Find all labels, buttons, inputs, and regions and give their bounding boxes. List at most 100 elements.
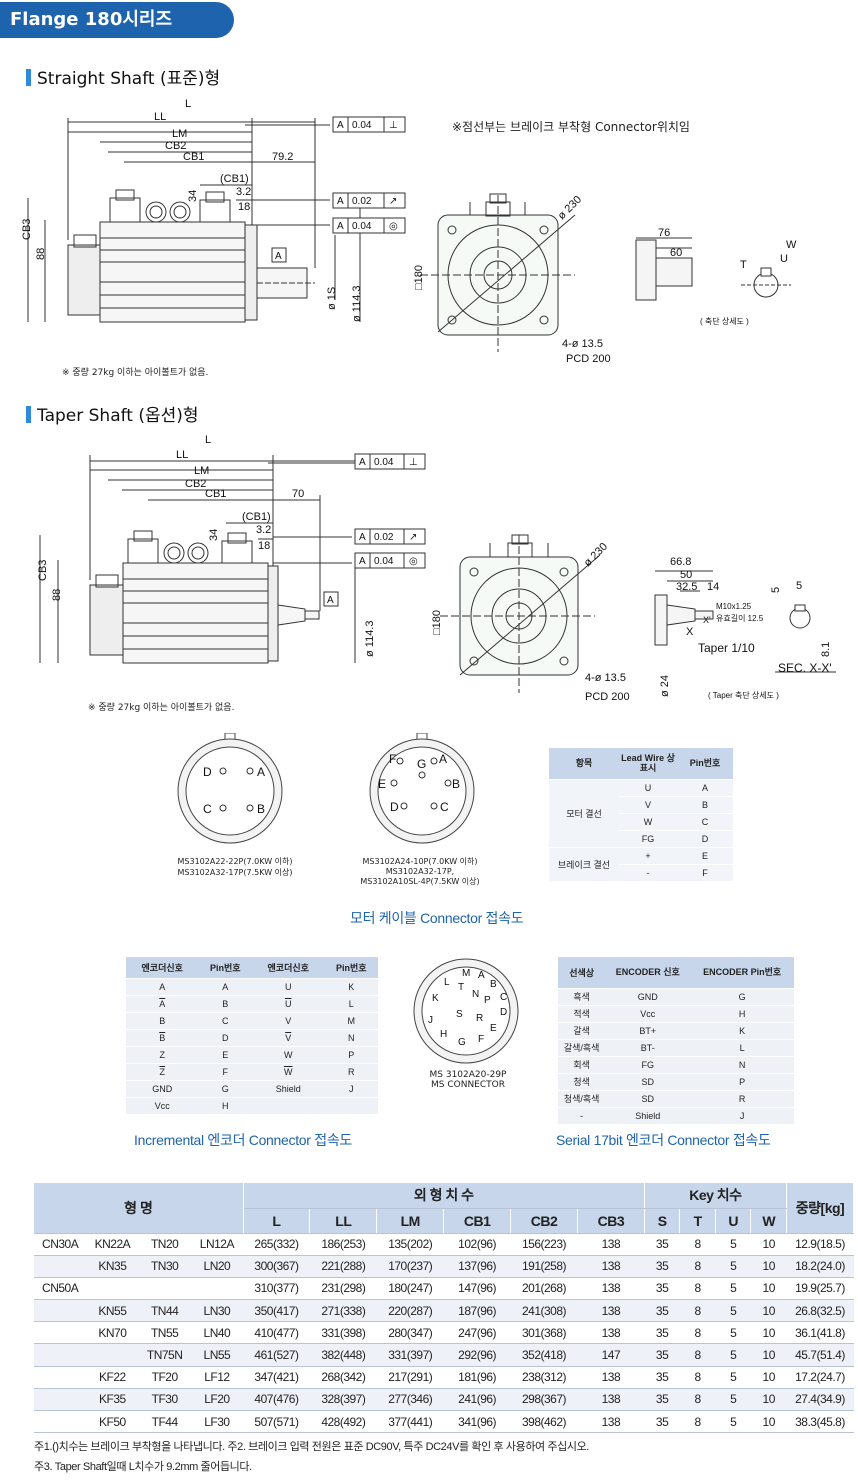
- svg-text:T: T: [740, 259, 747, 271]
- svg-text:J: J: [428, 1015, 433, 1026]
- incremental-caption: Incremental 엔코더 Connector 접속도: [134, 1132, 352, 1148]
- spec-col-cb3: CB3: [577, 1208, 645, 1234]
- spec-cell: KF50: [86, 1410, 139, 1434]
- svg-text:A: A: [359, 556, 366, 567]
- svg-text:D: D: [390, 800, 399, 814]
- spec-cell: LN40: [190, 1321, 243, 1345]
- spec-cell: 341(96): [443, 1410, 511, 1434]
- spec-cell: 221(288): [309, 1255, 377, 1278]
- svg-text:18: 18: [258, 540, 270, 552]
- svg-text:A: A: [359, 457, 366, 468]
- svg-text:G: G: [458, 1037, 466, 1048]
- spec-cell: 220(287): [376, 1299, 444, 1323]
- spec-cell: TN44: [138, 1299, 191, 1323]
- spec-cell: KF22: [86, 1366, 139, 1389]
- svg-text:CB2: CB2: [185, 478, 206, 490]
- svg-text:C: C: [500, 992, 507, 1003]
- svg-text:ø 114.3: ø 114.3: [351, 286, 363, 323]
- svg-text:L: L: [205, 434, 211, 446]
- spec-cell: 201(268): [510, 1277, 578, 1301]
- spec-cell: 347(421): [243, 1366, 310, 1389]
- spec-col-t: T: [679, 1208, 716, 1234]
- spec-cell: [34, 1299, 87, 1323]
- spec-cell: LN30: [190, 1299, 243, 1323]
- spec-cell: 331(397): [376, 1343, 444, 1367]
- svg-text:3.2: 3.2: [256, 524, 271, 536]
- spec-col-cb1: CB1: [443, 1208, 512, 1234]
- spec-cell: 35: [644, 1321, 680, 1345]
- straight-note: ※ 중량 27kg 이하는 아이볼트가 없음.: [62, 368, 209, 378]
- svg-text:4-ø 13.5: 4-ø 13.5: [585, 672, 626, 684]
- serial-caption: Serial 17bit 엔코더 Connector 접속도: [556, 1132, 771, 1148]
- spec-cell: 180(247): [376, 1277, 444, 1301]
- svg-text:□180: □180: [413, 265, 425, 290]
- svg-text:50: 50: [680, 569, 692, 581]
- spec-cell: 377(441): [376, 1410, 444, 1434]
- spec-cell: 5: [715, 1299, 751, 1323]
- spec-cell: [34, 1255, 87, 1278]
- spec-cell: 38.3(45.8): [786, 1410, 854, 1434]
- spec-cell: LN12A: [190, 1233, 243, 1256]
- svg-text:E: E: [378, 777, 386, 791]
- svg-text:0.04: 0.04: [352, 120, 372, 131]
- svg-text:M10x1.25: M10x1.25: [716, 602, 752, 611]
- spec-cell: [34, 1366, 87, 1389]
- spec-cell: 350(417): [243, 1299, 310, 1323]
- spec-cell: 35: [644, 1343, 680, 1367]
- spec-col-s: S: [644, 1208, 681, 1234]
- svg-text:8.1: 8.1: [820, 642, 832, 657]
- spec-cell: 35: [644, 1277, 680, 1301]
- spec-cell: 382(448): [309, 1343, 377, 1367]
- svg-text:H: H: [440, 1029, 447, 1040]
- spec-cell: 5: [715, 1255, 751, 1278]
- spec-cell: 331(398): [309, 1321, 377, 1345]
- spec-header-key: Key 치수: [644, 1183, 787, 1209]
- svg-text:ø 114.3: ø 114.3: [364, 621, 376, 658]
- spec-cell: 298(367): [510, 1388, 578, 1412]
- svg-text:W: W: [786, 239, 797, 251]
- spec-cell: [190, 1277, 243, 1301]
- spec-cell: CN50A: [34, 1277, 87, 1301]
- spec-cell: 398(462): [510, 1410, 578, 1434]
- spec-cell: 10: [750, 1388, 787, 1412]
- spec-cell: KN22A: [86, 1233, 139, 1256]
- spec-cell: 5: [715, 1343, 751, 1367]
- svg-text:↗: ↗: [409, 532, 417, 543]
- spec-cell: 17.2(24.7): [786, 1366, 854, 1389]
- svg-text:⊥: ⊥: [389, 120, 398, 131]
- spec-cell: 170(237): [376, 1255, 444, 1278]
- spec-cell: 186(253): [309, 1233, 377, 1256]
- spec-cell: 27.4(34.9): [786, 1388, 854, 1412]
- taper-shaft-drawing: L LL LM CB2 CB1 (CB1) 70 3.2 18 34 CB3 8…: [37, 434, 836, 703]
- spec-header-weight: 중량[kg]: [786, 1183, 855, 1234]
- spec-cell: 10: [750, 1299, 787, 1323]
- svg-text:88: 88: [35, 248, 47, 260]
- spec-cell: 10: [750, 1277, 787, 1301]
- spec-cell: 301(368): [510, 1321, 578, 1345]
- svg-text:CB3: CB3: [21, 219, 33, 240]
- svg-text:ø 230: ø 230: [582, 541, 610, 569]
- connector-location-note: ※점선부는 브레이크 부착형 Connector위치임: [452, 120, 690, 134]
- svg-text:LL: LL: [154, 111, 166, 123]
- spec-cell: 265(332): [243, 1233, 310, 1256]
- spec-cell: 102(96): [443, 1233, 511, 1256]
- spec-cell: LN55: [190, 1343, 243, 1367]
- spec-cell: 135(202): [376, 1233, 444, 1256]
- spec-cell: TN30: [138, 1255, 191, 1278]
- spec-cell: 241(96): [443, 1388, 511, 1412]
- svg-text:A: A: [359, 532, 366, 543]
- svg-text:4-ø 13.5: 4-ø 13.5: [562, 338, 603, 350]
- svg-text:LM: LM: [194, 465, 209, 477]
- svg-text:Taper 1/10: Taper 1/10: [698, 641, 755, 655]
- spec-cell: 8: [679, 1277, 716, 1301]
- spec-cell: [34, 1343, 87, 1367]
- spec-cell: 428(492): [309, 1410, 377, 1434]
- svg-text:B: B: [490, 979, 497, 990]
- svg-text:18: 18: [238, 201, 250, 213]
- spec-cell: LF30: [190, 1410, 243, 1434]
- svg-text:F: F: [478, 1034, 484, 1045]
